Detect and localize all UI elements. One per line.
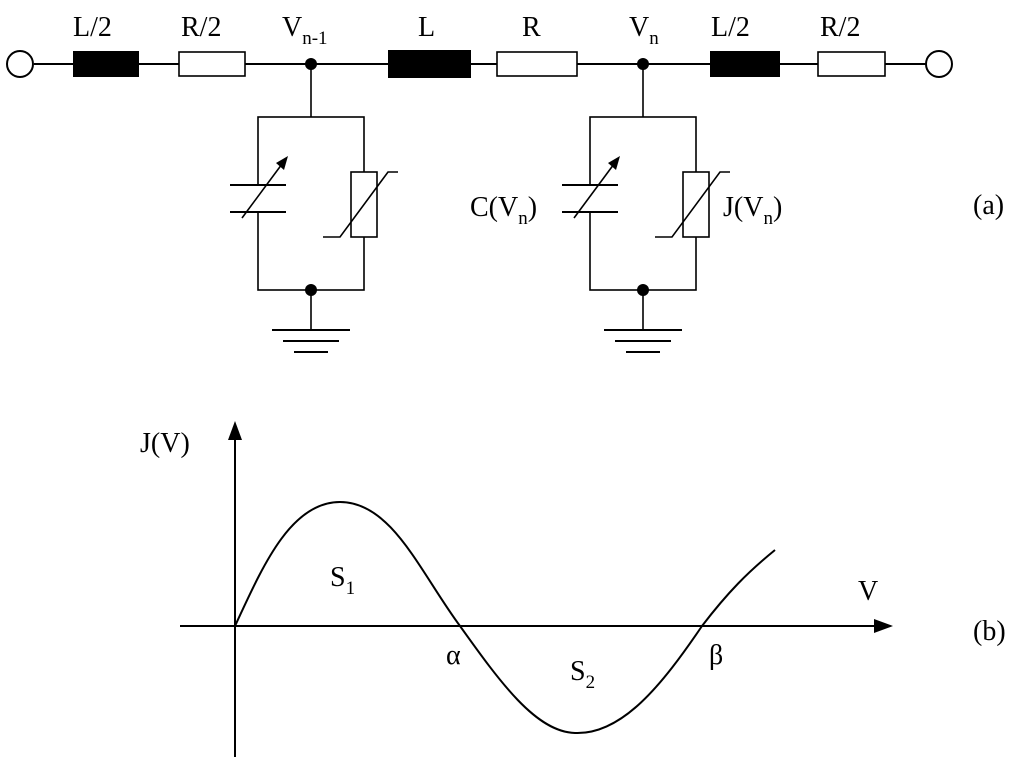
label-r-half-right: R/2 — [820, 12, 860, 43]
label-node-curr: Vn — [629, 12, 659, 49]
varactor-arrow-2 — [573, 163, 615, 219]
shunt-branch-2 — [562, 64, 730, 353]
label-l-half-left: L/2 — [73, 12, 112, 43]
y-axis-arrow — [228, 421, 242, 440]
root-alpha-label: α — [446, 640, 461, 671]
resistor-half-right — [817, 51, 886, 77]
label-nonlinear-current: J(Vn) — [723, 192, 782, 229]
inductor-half-right — [710, 51, 780, 77]
area-s2-label: S2 — [570, 656, 595, 693]
label-capacitance: C(Vn) — [470, 192, 537, 229]
label-l-half-right: L/2 — [711, 12, 750, 43]
varactor-arrow — [241, 163, 283, 219]
label-l-full: L — [418, 12, 435, 43]
area-s1-label: S1 — [330, 562, 355, 599]
output-terminal — [925, 50, 953, 78]
nonlinear-slash-2 — [655, 171, 730, 238]
input-terminal — [6, 50, 34, 78]
inductor-half-left — [73, 51, 139, 77]
shunt-branch-1 — [230, 64, 398, 353]
resistor-full — [496, 51, 578, 77]
jv-curve-diagram: J(V) V S1 S2 α β (b) — [140, 421, 1006, 757]
resistor-half-left — [178, 51, 246, 77]
root-beta-label: β — [709, 640, 723, 671]
label-node-prev: Vn-1 — [282, 12, 328, 49]
circuit-diagram: L/2 R/2 Vn-1 L R Vn L/2 R/2 C(Vn) J(Vn) … — [6, 12, 1004, 353]
nonlinear-slash-1 — [323, 171, 398, 238]
jv-curve — [234, 500, 776, 735]
x-axis-label: V — [858, 576, 878, 607]
panel-tag-b: (b) — [973, 616, 1006, 647]
x-axis-arrow — [874, 619, 893, 633]
panel-tag-a: (a) — [973, 190, 1004, 221]
label-r-full: R — [522, 12, 541, 43]
label-r-half-left: R/2 — [181, 12, 221, 43]
inductor-full — [388, 50, 471, 78]
y-axis-label: J(V) — [140, 428, 190, 459]
